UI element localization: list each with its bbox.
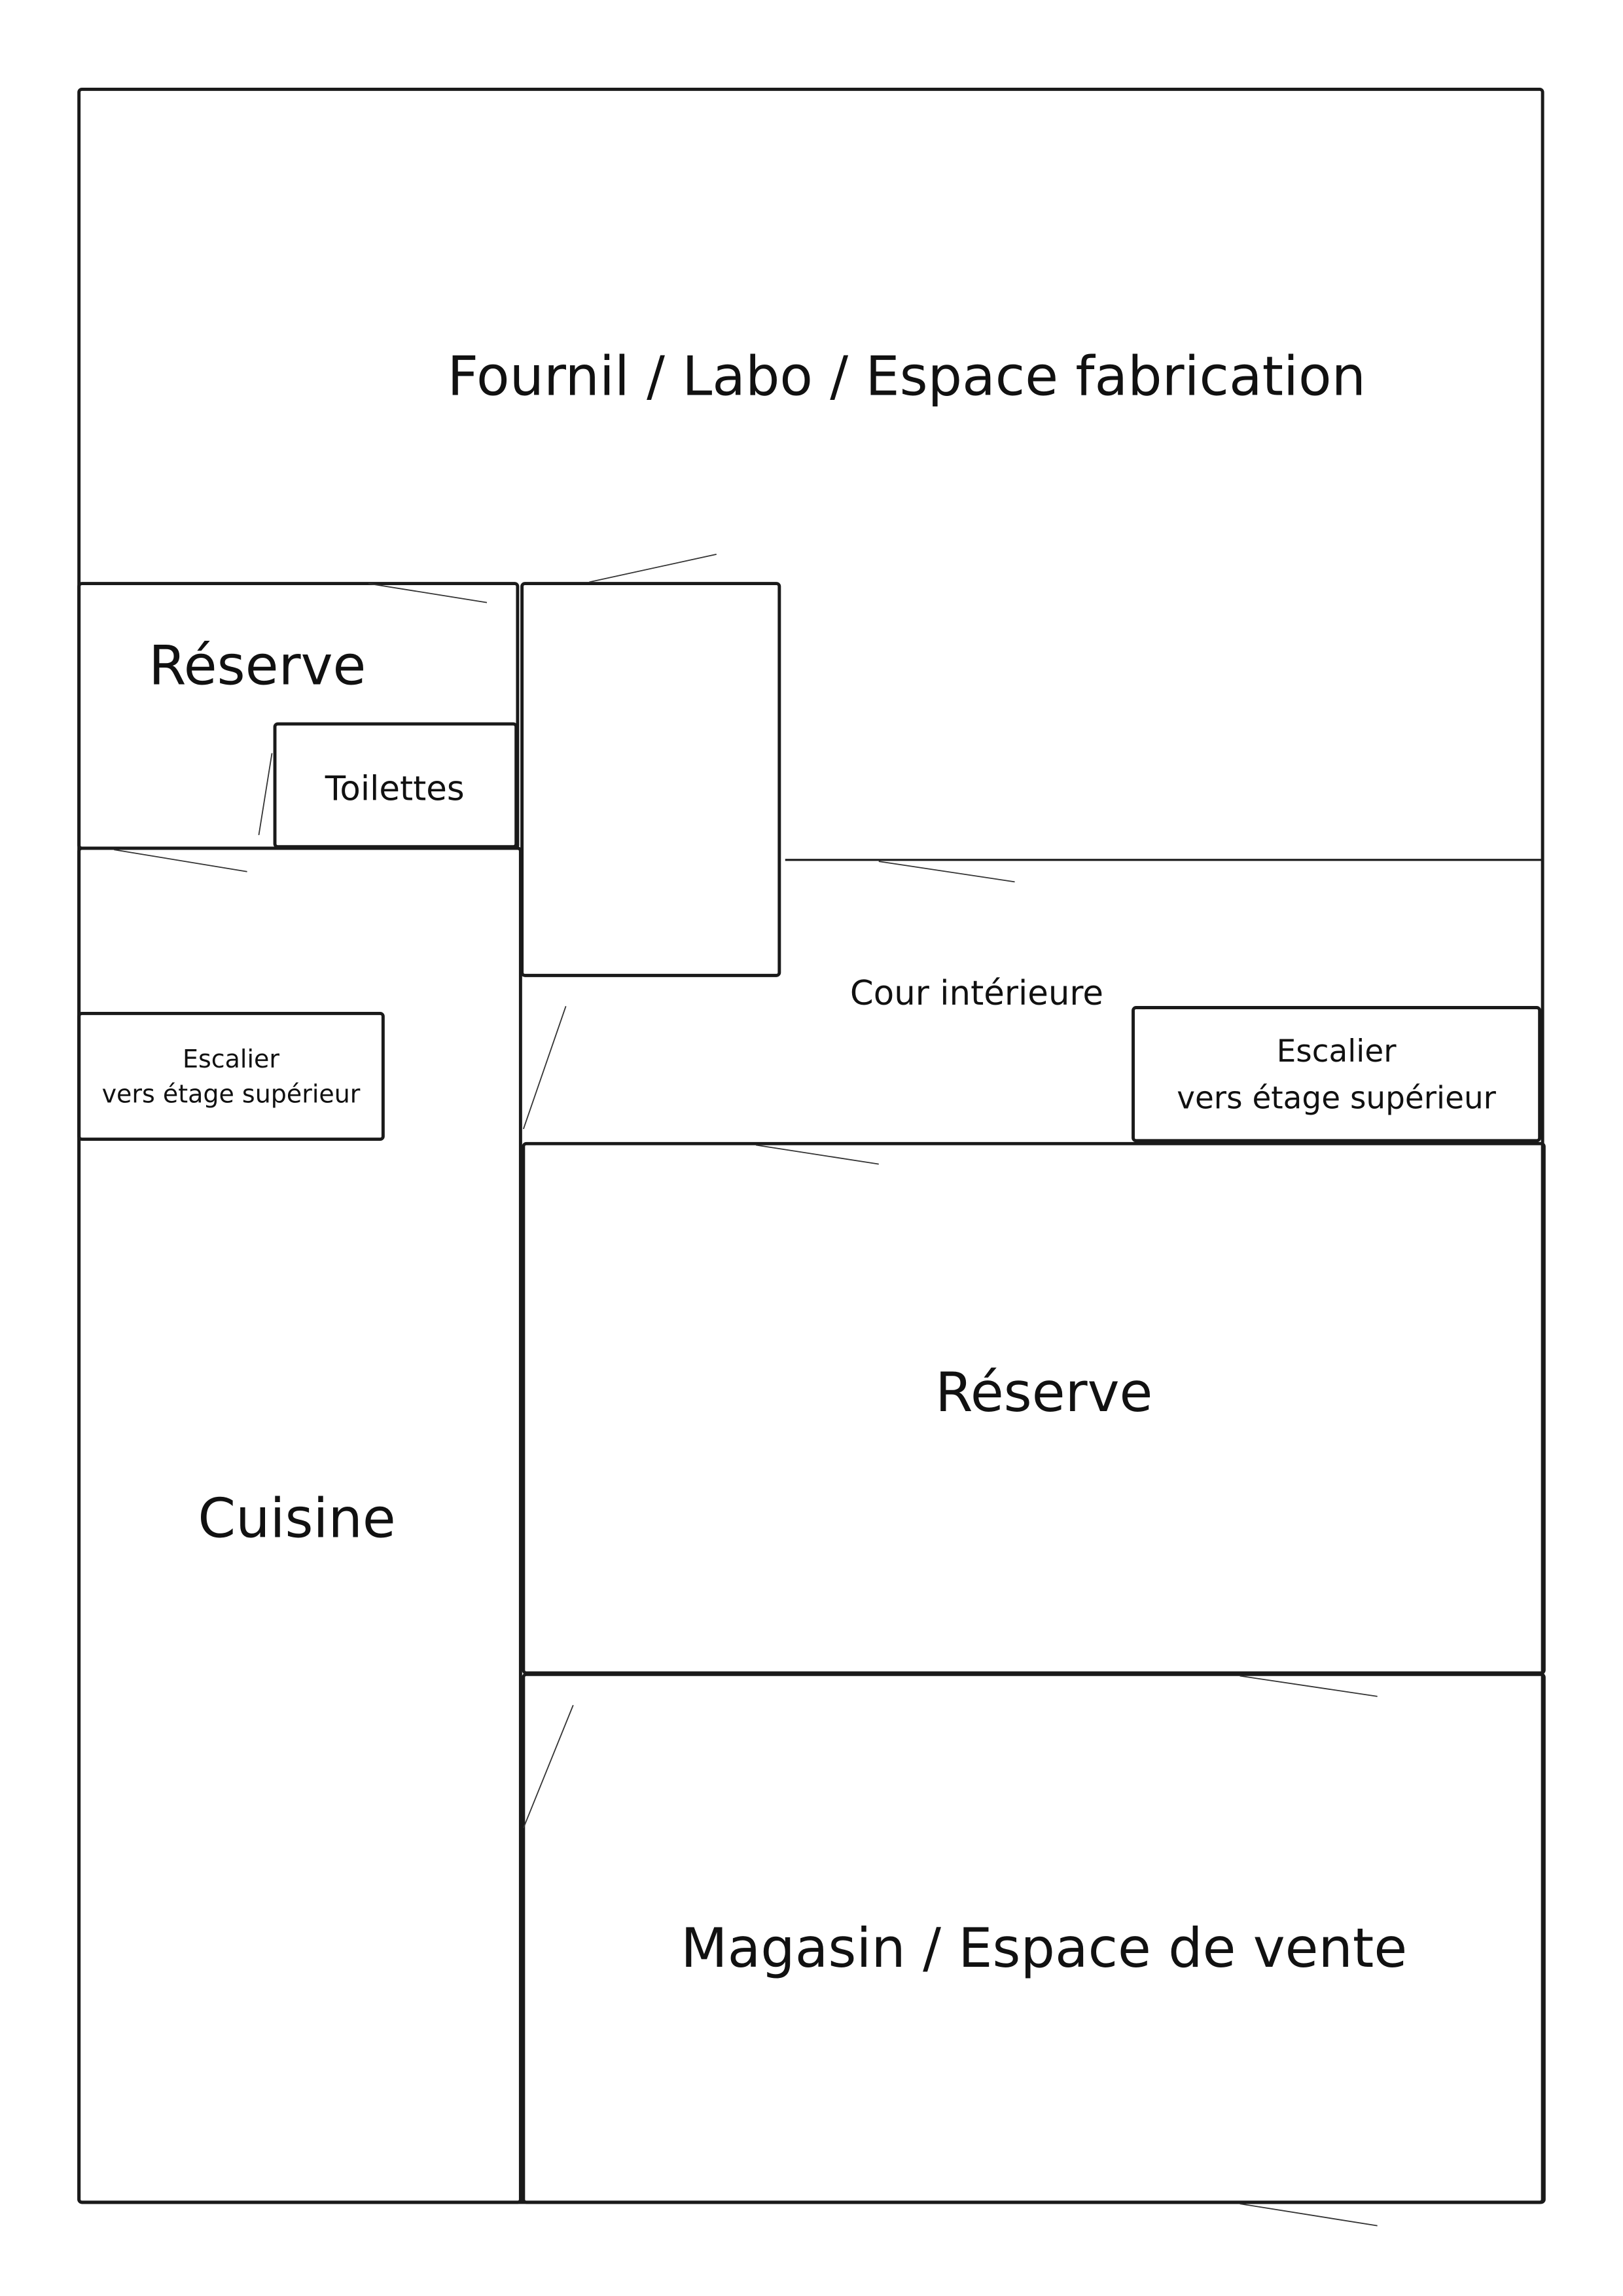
door-line (1240, 1675, 1378, 1697)
door-line (523, 1704, 574, 1829)
room-unlabeled (520, 582, 781, 977)
door-line (589, 554, 717, 583)
stair-left (77, 1011, 385, 1141)
door-line (755, 1144, 879, 1165)
door-line (114, 849, 247, 872)
label-fournil: Fournil / Labo / Espace fabrication (447, 345, 1366, 408)
door-line (878, 861, 1015, 883)
label-cuisine: Cuisine (198, 1487, 395, 1550)
label-toilettes: Toilettes (325, 769, 465, 808)
label-cour: Cour intérieure (850, 974, 1103, 1013)
label-reserve-large: Réserve (935, 1361, 1152, 1424)
room-reserve-small (77, 582, 520, 850)
room-cuisine (77, 846, 522, 2204)
label-escalier-right-2: vers étage supérieur (1177, 1081, 1496, 1117)
door-line (1240, 2203, 1378, 2227)
label-escalier-right-1: Escalier (1277, 1033, 1397, 1069)
label-escalier-left-2: vers étage supérieur (102, 1080, 361, 1109)
label-magasin: Magasin / Espace de vente (681, 1917, 1407, 1980)
room-magasin (522, 1672, 1546, 2204)
label-escalier-left-1: Escalier (183, 1045, 279, 1073)
label-reserve-small: Réserve (149, 635, 366, 698)
door-line (368, 583, 488, 603)
door-swings (114, 554, 1378, 2227)
stair-right (1132, 1006, 1542, 1143)
door-line (523, 1005, 567, 1130)
door-line (258, 753, 273, 836)
